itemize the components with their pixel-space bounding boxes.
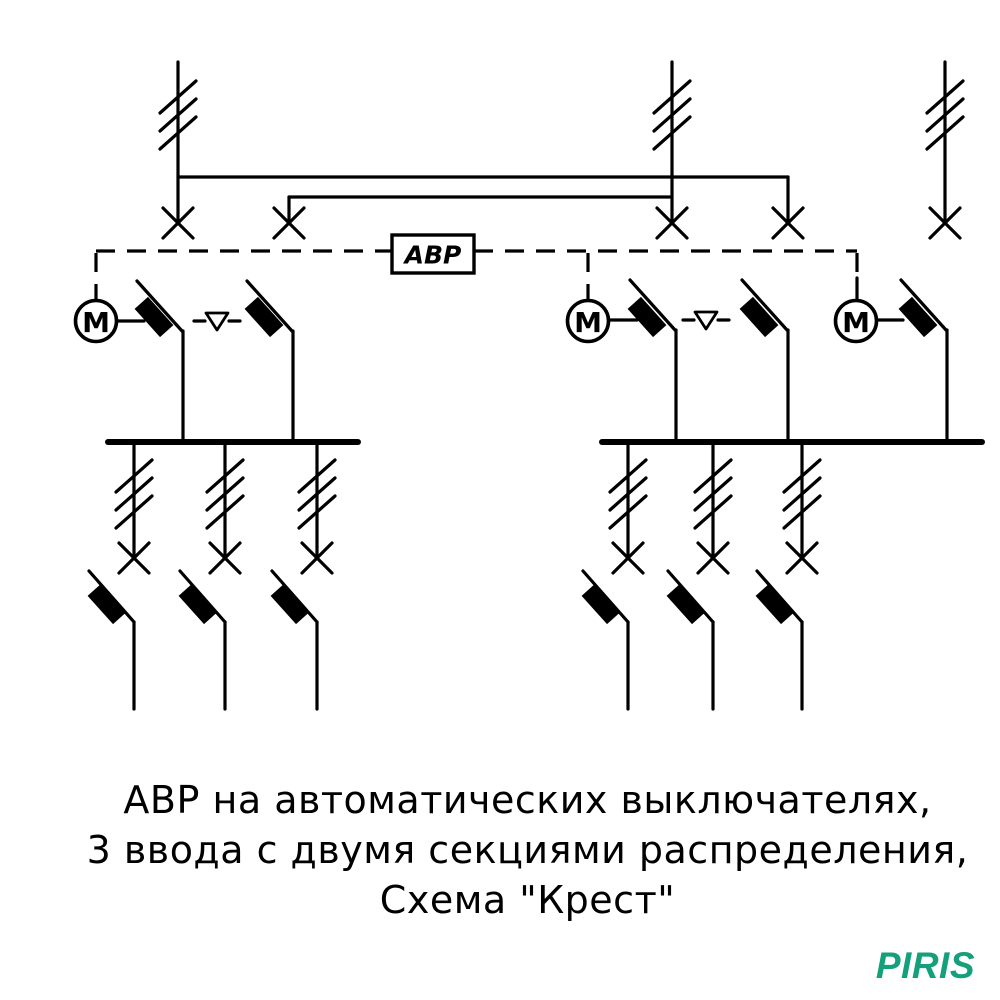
disconnect-slash-icon	[205, 476, 245, 512]
caption: АВР на автоматических выключателях, 3 вв…	[55, 775, 1000, 925]
disconnect-slash-icon	[608, 458, 648, 494]
breaker-body	[178, 583, 218, 625]
breaker-body	[627, 296, 667, 338]
disconnect-slash-icon	[114, 494, 154, 530]
caption-line-1: АВР на автоматических выключателях,	[123, 778, 932, 822]
wire	[740, 278, 789, 332]
contact-x-icon	[208, 541, 242, 575]
disconnect-slash-icon	[652, 79, 692, 115]
breaker-body	[666, 583, 706, 625]
motor-label: М	[574, 306, 602, 339]
disconnect-slash-icon	[782, 494, 822, 530]
avr-relay-box	[390, 233, 476, 275]
wire	[628, 278, 677, 332]
wire	[899, 278, 948, 332]
disconnect-slash-icon	[297, 476, 337, 512]
disconnect-slash-icon	[693, 476, 733, 512]
disconnect-slash-icon	[652, 97, 692, 133]
disconnect-slash-icon	[693, 494, 733, 530]
motor-circle	[565, 298, 611, 344]
contact-x-icon	[771, 206, 805, 240]
breaker-body	[244, 296, 284, 338]
disconnect-slash-icon	[158, 115, 198, 151]
contact-x-icon	[696, 541, 730, 575]
breaker-body	[755, 583, 795, 625]
contact-x-icon	[928, 206, 962, 240]
disconnect-slash-icon	[925, 115, 965, 151]
contact-x-icon	[161, 206, 195, 240]
caption-line-3: Схема "Крест"	[379, 878, 676, 922]
contact-x-icon	[785, 541, 819, 575]
disconnect-slash-icon	[114, 458, 154, 494]
caption-line-2: 3 ввода с двумя секциями распределения,	[86, 828, 969, 872]
wire	[245, 279, 294, 333]
motor-label: М	[82, 306, 110, 339]
avr-label: АВР	[403, 241, 462, 270]
motor-circle	[73, 298, 119, 344]
breaker-body	[270, 583, 310, 625]
wire	[135, 279, 184, 333]
breaker-body	[134, 296, 174, 338]
breaker-body	[739, 296, 779, 338]
contact-x-icon	[272, 206, 306, 240]
contact-x-icon	[611, 541, 645, 575]
contact-x-icon	[117, 541, 151, 575]
breaker-body	[898, 296, 938, 338]
disconnect-slash-icon	[608, 476, 648, 512]
contact-x-icon	[655, 206, 689, 240]
piris-logo: PIRIS	[875, 945, 975, 986]
interlock-triangle-icon	[204, 311, 230, 332]
contact-x-icon	[300, 541, 334, 575]
disconnect-slash-icon	[782, 458, 822, 494]
disconnect-slash-icon	[782, 476, 822, 512]
disconnect-slash-icon	[158, 79, 198, 115]
disconnect-slash-icon	[297, 458, 337, 494]
disconnect-slash-icon	[205, 458, 245, 494]
disconnect-slash-icon	[114, 476, 154, 512]
disconnect-slash-icon	[205, 494, 245, 530]
disconnect-slash-icon	[608, 494, 648, 530]
disconnect-slash-icon	[297, 494, 337, 530]
interlock-triangle-icon	[693, 310, 719, 331]
breaker-body	[581, 583, 621, 625]
disconnect-slash-icon	[693, 458, 733, 494]
disconnect-slash-icon	[925, 79, 965, 115]
motor-circle	[833, 298, 879, 344]
disconnect-slash-icon	[925, 97, 965, 133]
disconnect-slash-icon	[158, 97, 198, 133]
disconnect-slash-icon	[652, 115, 692, 151]
breaker-body	[87, 583, 127, 625]
motor-label: М	[842, 306, 870, 339]
